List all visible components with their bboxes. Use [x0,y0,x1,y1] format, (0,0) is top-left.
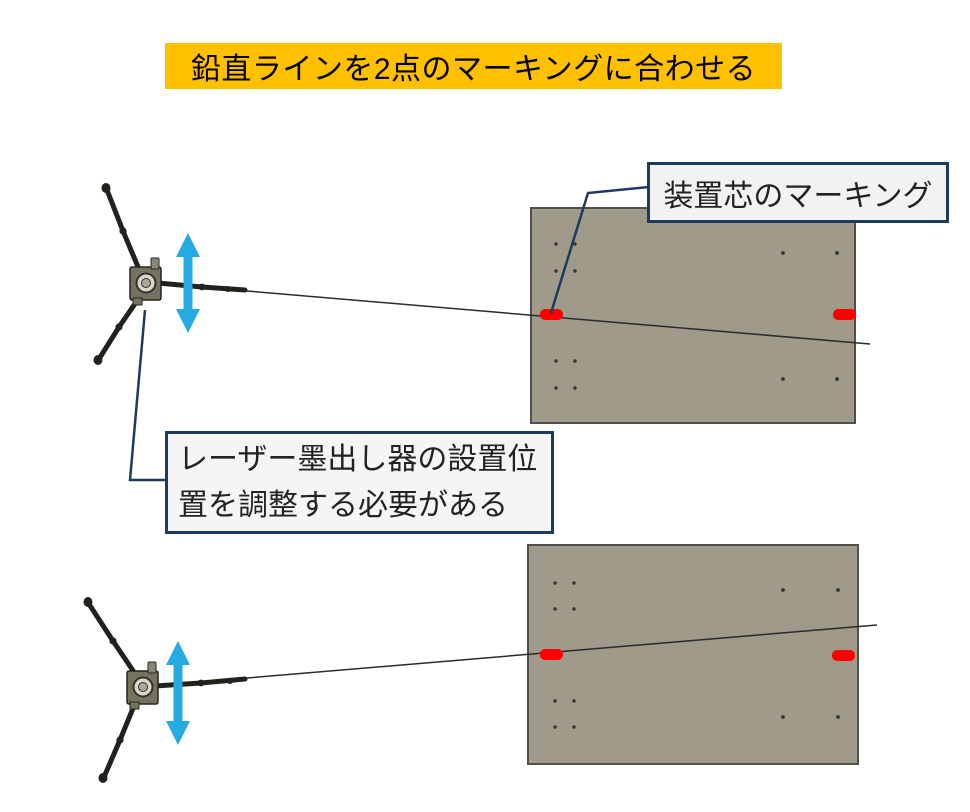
tripod-hub-knob [150,257,160,270]
tripod-foot [83,597,93,607]
tripod-leg-joint [116,736,124,744]
tripod-leg-joint [115,323,123,331]
tripod-hub-knob [147,661,157,674]
tripod-foot [93,355,103,365]
callout-adjust-position: レーザー墨出し器の設置位 置を調整する必要がある [165,431,554,534]
center-marking-bottom-left [540,649,563,660]
callout-adjust-line-2: 置を調整する必要がある [178,488,508,522]
tripod-leg-joint [109,637,117,645]
tripod-foot [98,773,108,783]
tripod-leg-joint [198,283,206,291]
leader-line-adjust [128,309,165,482]
callout-device-core-marking: 装置芯のマーキング [647,162,949,223]
center-marking-bottom-right [832,650,855,661]
vertical-adjust-arrow-top [176,233,200,333]
tripod-head-inner-circle [141,278,151,288]
center-marking-top-left [540,309,563,320]
mounting-panel-top [530,207,856,424]
callout-device-core-text: 装置芯のマーキング [663,179,933,213]
leader-line-device-core [549,185,650,314]
tripod-leg-joint [197,679,205,687]
laser-level-tripod-bottom [83,597,248,783]
tripod-leg-joint [225,286,231,292]
tripod-foot [101,183,111,193]
tripod-hub-tab [129,701,140,710]
tripod-hub-tab [132,297,143,306]
tripod-leg-joint [227,678,233,684]
bolt-hole-dots-bottom [553,581,840,729]
diagram-top [93,183,871,482]
callout-adjust-line-1: レーザー墨出し器の設置位 [178,442,538,476]
title-banner: 鉛直ラインを2点のマーキングに合わせる [165,43,782,89]
center-marking-top-right [833,309,856,320]
mounting-panel-bottom [527,544,859,765]
vertical-adjust-arrow-bottom [166,641,190,745]
laser-level-tripod-top [93,183,248,365]
tripod-head-inner-circle [138,682,148,692]
bolt-hole-dots-top [554,242,839,390]
title-text: 鉛直ラインを2点のマーキングに合わせる [190,53,757,86]
tripod-leg-joint [119,227,127,235]
diagram-bottom [83,544,878,783]
